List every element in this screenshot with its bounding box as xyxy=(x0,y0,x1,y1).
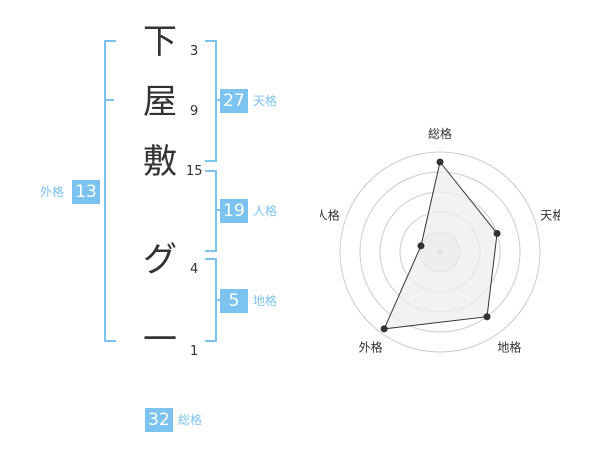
gaikaku-value-badge: 13 xyxy=(72,180,100,204)
name-char-1: 下 xyxy=(143,22,177,62)
tenkaku-connector xyxy=(215,99,221,101)
radar-point-3 xyxy=(380,325,388,333)
radar-point-0 xyxy=(436,158,444,166)
name-char-4: グ xyxy=(143,240,177,280)
gaikaku-bracket xyxy=(104,40,116,342)
name-char-2: 屋 xyxy=(143,82,177,122)
radar-point-4 xyxy=(417,242,425,250)
stroke-count-1: 3 xyxy=(190,44,199,59)
gaikaku-label: 外格 xyxy=(40,185,65,199)
radar-axis-label-3: 外格 xyxy=(359,339,383,354)
jinkaku-connector xyxy=(215,209,221,211)
tenkaku-bracket xyxy=(205,40,217,162)
soukaku-label: 総格 xyxy=(178,413,203,427)
stroke-count-4: 4 xyxy=(190,262,199,277)
radar-axis-label-0: 総格 xyxy=(428,126,452,141)
radar-axis-label-1: 天格 xyxy=(540,208,560,223)
radar-grid-ring xyxy=(339,151,541,353)
jinkaku-label: 人格 xyxy=(253,204,278,218)
jinkaku-bracket xyxy=(205,170,217,252)
jinkaku-value-badge: 19 xyxy=(220,199,248,223)
stroke-count-3: 15 xyxy=(186,164,203,179)
gaikaku-bracket-divider xyxy=(104,99,114,101)
name-char-3: 敷 xyxy=(143,142,177,182)
tenkaku-value-badge: 27 xyxy=(220,89,248,113)
radar-axis-label-2: 地格 xyxy=(497,339,521,354)
soukaku-value-badge: 32 xyxy=(145,408,173,432)
chikaku-connector xyxy=(215,299,221,301)
radar-point-2 xyxy=(483,313,491,321)
tenkaku-label: 天格 xyxy=(253,94,278,108)
radar-axis-label-4: 人格 xyxy=(320,208,340,223)
name-char-5: 一 xyxy=(143,320,177,360)
radar-point-1 xyxy=(493,229,501,237)
radar-series-area xyxy=(383,160,498,330)
stroke-count-2: 9 xyxy=(190,104,199,119)
stroke-count-5: 1 xyxy=(190,344,199,359)
chikaku-value-badge: 5 xyxy=(220,289,248,313)
chikaku-label: 地格 xyxy=(253,294,278,308)
